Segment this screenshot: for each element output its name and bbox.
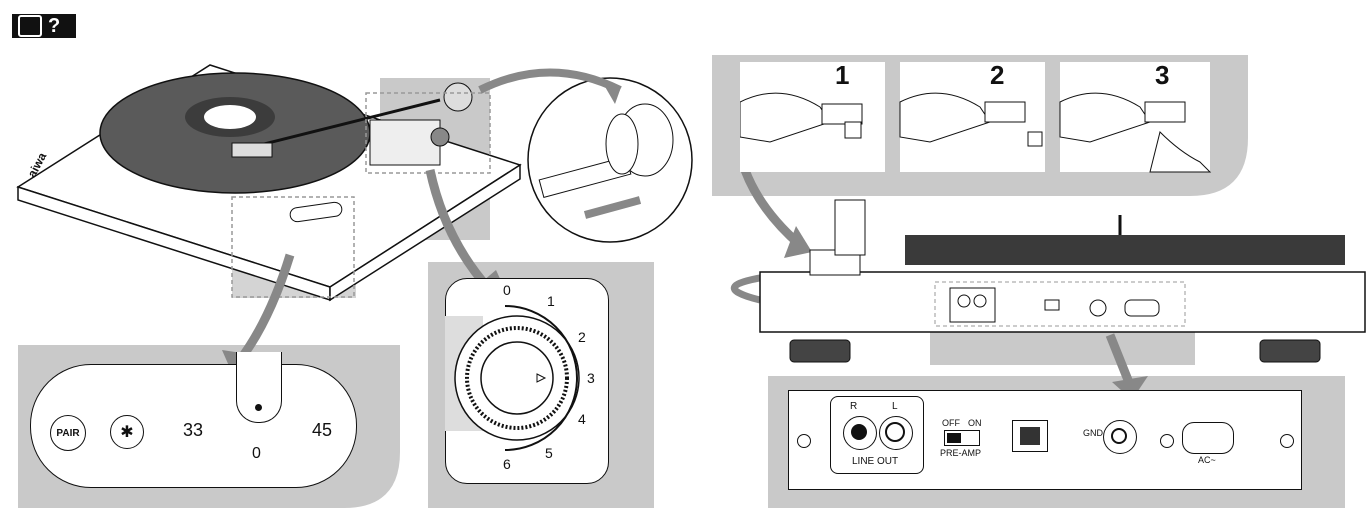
- dial-tick-1: 1: [547, 293, 555, 309]
- screw-icon: [797, 434, 811, 448]
- ac-inlet[interactable]: [1182, 422, 1234, 454]
- step3-illustration: [1059, 62, 1212, 173]
- help-symbol: ?: [48, 14, 61, 37]
- line-out-r-jack[interactable]: [843, 416, 877, 450]
- step2-illustration: [899, 62, 1045, 172]
- speed-45-label: 45: [312, 420, 333, 440]
- turntable-illustration: [16, 64, 522, 302]
- step-3-number: 3: [1155, 60, 1170, 90]
- pre-amp-label: PRE-AMP: [940, 448, 982, 458]
- bluetooth-button[interactable]: ✱: [110, 415, 144, 449]
- help-badge: ?: [18, 14, 78, 38]
- pair-label: PAIR: [56, 427, 80, 439]
- pair-button[interactable]: PAIR: [50, 415, 86, 451]
- speed-selector-slot[interactable]: [236, 352, 282, 423]
- step-2-number: 2: [990, 60, 1005, 90]
- turntable-rear-view: [759, 199, 1366, 363]
- speed-33-label: 33: [183, 420, 204, 440]
- ac-label: AC~: [1198, 455, 1216, 465]
- bluetooth-icon: ✱: [120, 424, 134, 441]
- dial-tick-3: 3: [587, 370, 595, 386]
- dial-tick-2: 2: [578, 329, 586, 345]
- gnd-label: GND: [1083, 428, 1103, 438]
- speed-0-label: 0: [252, 445, 261, 462]
- l-label: L: [892, 401, 898, 412]
- dial-tick-5: 5: [545, 445, 553, 461]
- cube-icon: [18, 15, 42, 37]
- off-label: OFF: [942, 418, 960, 428]
- line-out-l-jack[interactable]: [879, 416, 913, 450]
- anti-skate-dial[interactable]: [445, 278, 615, 488]
- step1-illustration: [740, 62, 885, 172]
- cartridge-steps: [740, 62, 1212, 173]
- counterweight-zoom: [478, 68, 693, 243]
- on-label: ON: [968, 418, 982, 428]
- line-out-label: LINE OUT: [852, 456, 899, 467]
- line-out-group: [830, 396, 924, 474]
- screw-icon: [1280, 434, 1294, 448]
- dial-tick-6: 6: [503, 456, 511, 472]
- usb-port[interactable]: [1012, 420, 1048, 452]
- gnd-terminal[interactable]: [1103, 420, 1137, 454]
- dial-tick-4: 4: [578, 411, 586, 427]
- pre-amp-switch[interactable]: [944, 430, 980, 446]
- dial-tick-0: 0: [503, 282, 511, 298]
- step-1-number: 1: [835, 60, 850, 90]
- screw-icon: [1160, 434, 1174, 448]
- speed-indicator-dot: [255, 404, 262, 411]
- help-icon: [12, 14, 76, 38]
- r-label: R: [850, 401, 858, 412]
